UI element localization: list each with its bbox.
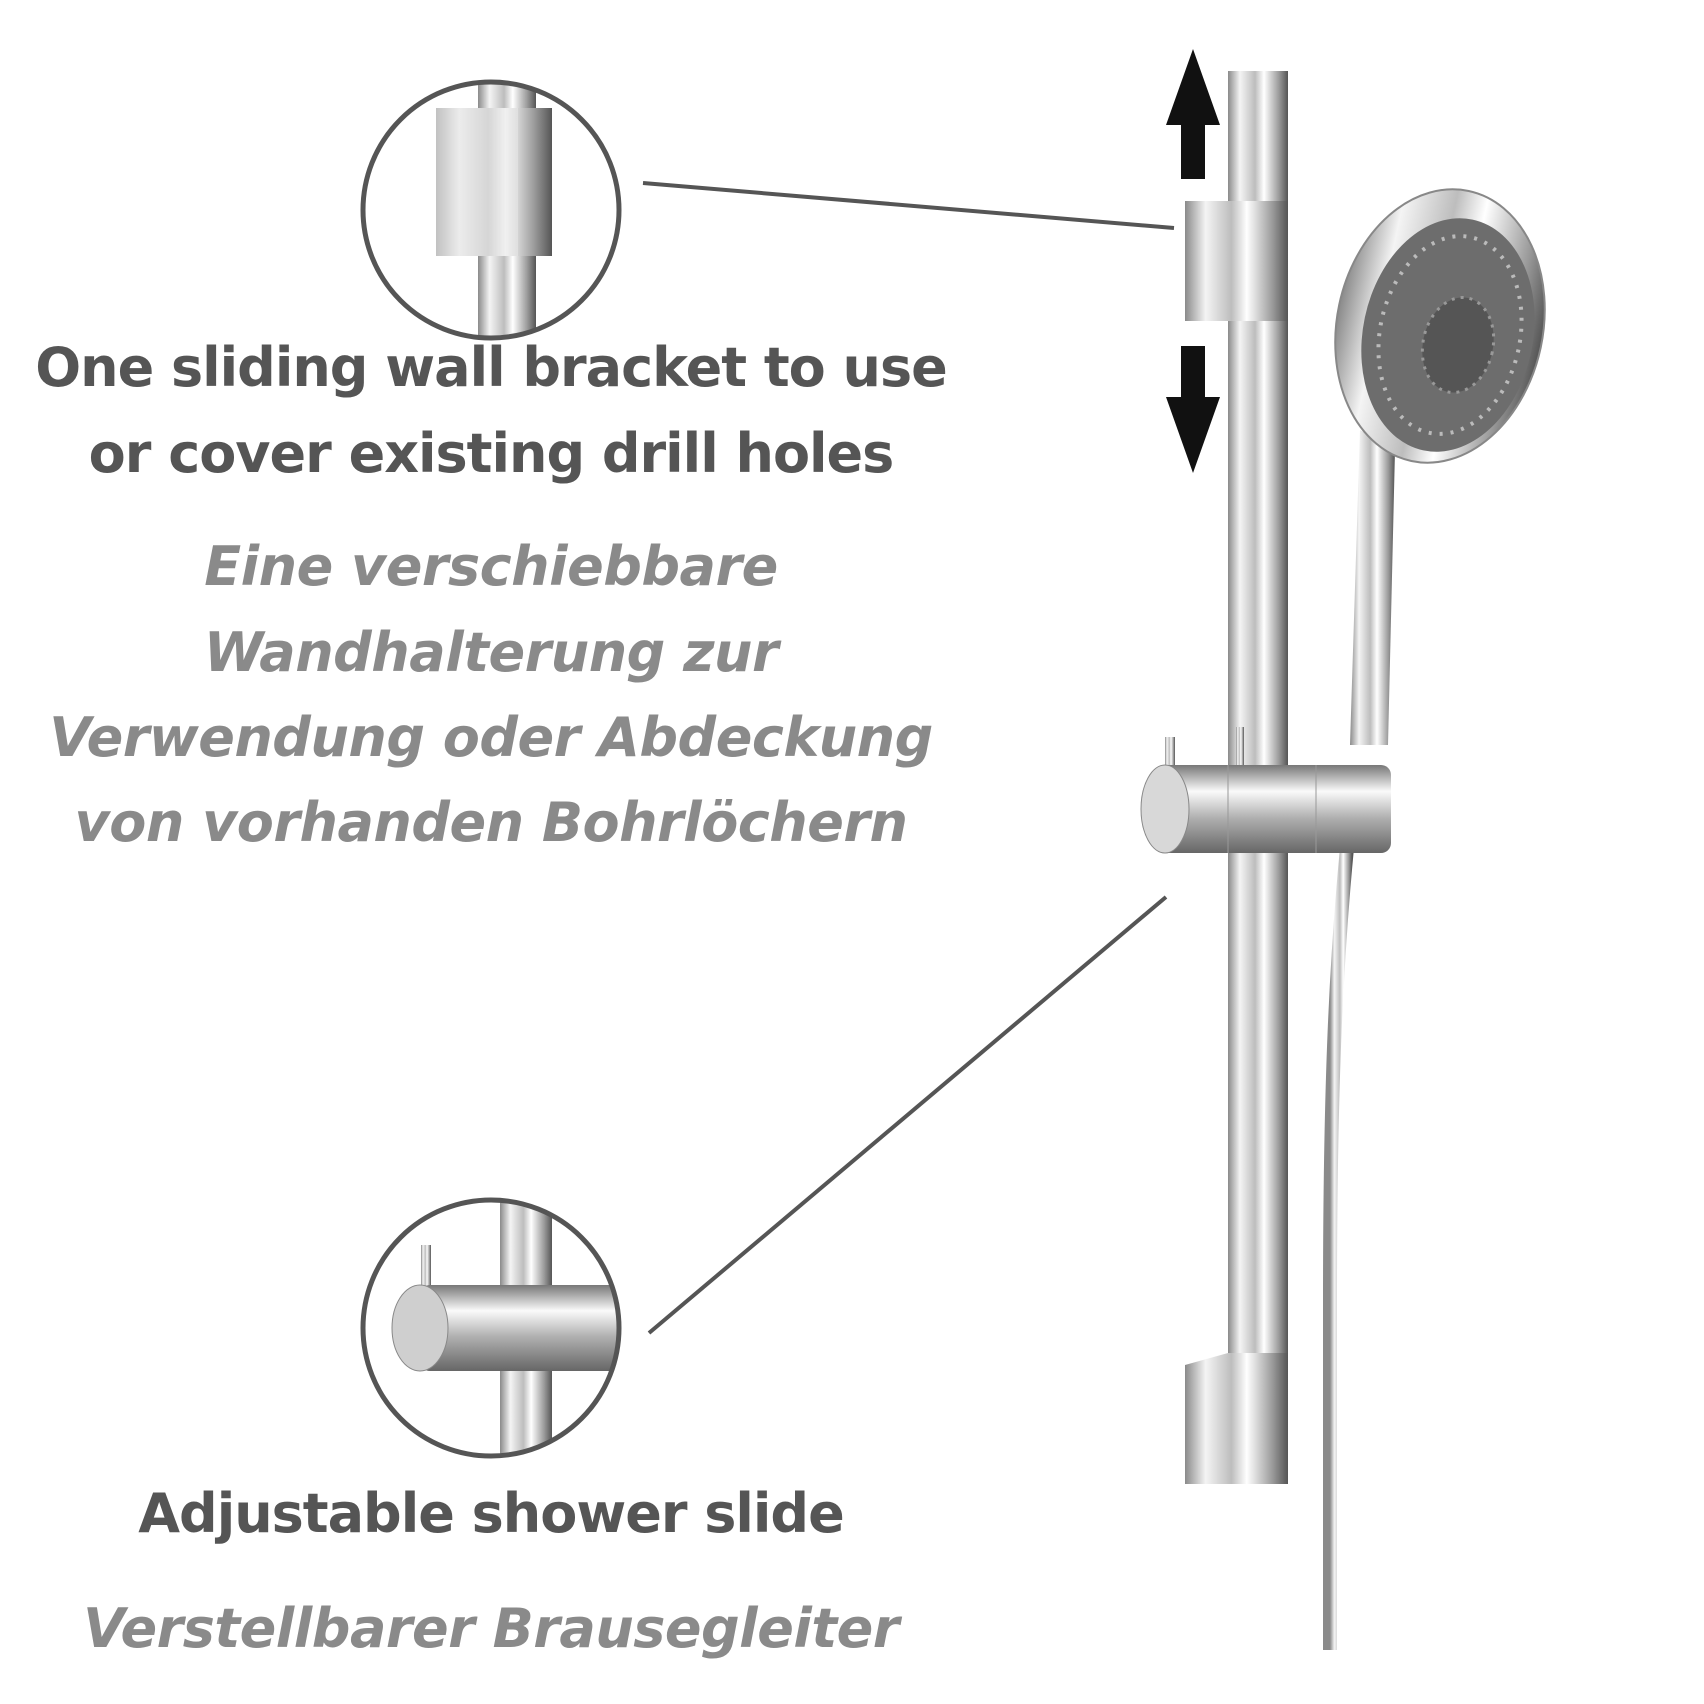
bracket-german-line-4: von vorhanden Bohrlöchern	[74, 791, 908, 854]
callout-line-bracket	[642, 181, 1175, 230]
arrow-down-icon	[1166, 346, 1220, 473]
shower-slide	[1140, 727, 1391, 854]
bracket-title-line-1: One sliding wall bracket to use	[35, 336, 948, 399]
bracket-german-line-2: Wandhalterung zur	[203, 621, 779, 684]
arrow-up-icon	[1166, 49, 1220, 179]
shower-handle	[1350, 430, 1395, 745]
bottom-wall-bracket	[1185, 1353, 1288, 1484]
callout-line-slide	[647, 895, 1168, 1335]
bracket-title-line-2: or cover existing drill holes	[88, 422, 895, 485]
slide-detail-circle	[360, 1197, 622, 1459]
bracket-detail-circle	[360, 79, 622, 341]
shower-hose	[1323, 799, 1359, 1650]
slide-german: Verstellbarer Brausegleiter	[83, 1597, 899, 1660]
slide-title: Adjustable shower slide	[138, 1482, 844, 1545]
bracket-german-line-1: Eine verschiebbare	[204, 535, 778, 598]
bracket-german-line-3: Verwendung oder Abdeckung	[49, 706, 933, 769]
top-wall-bracket	[1185, 201, 1288, 321]
